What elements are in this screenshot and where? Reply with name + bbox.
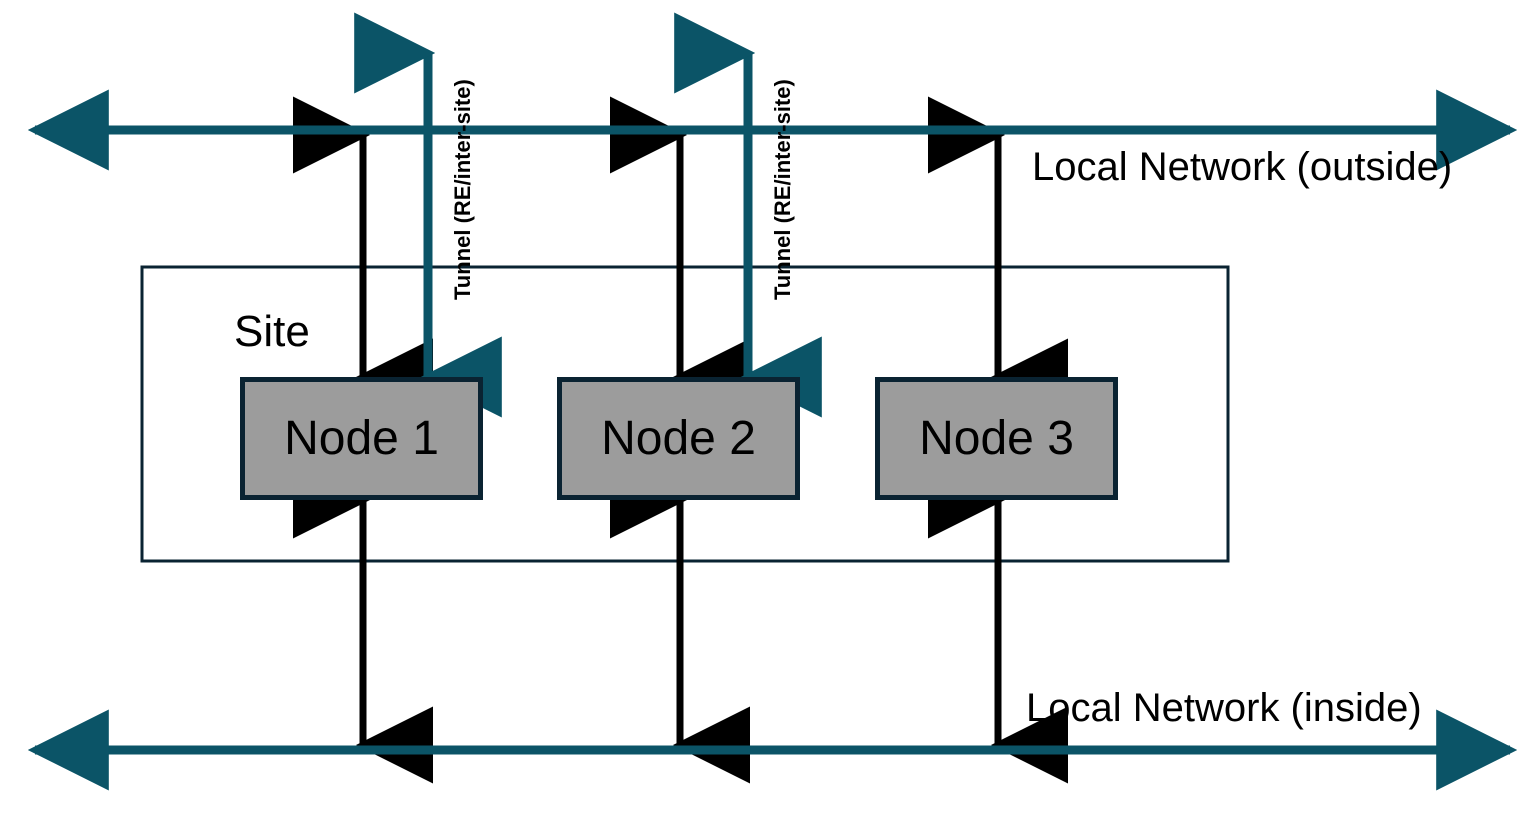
node-box-3[interactable]: Node 3: [875, 377, 1118, 500]
node-1-label: Node 1: [284, 411, 439, 465]
site-label: Site: [234, 307, 310, 356]
tunnel-arrows: [354, 12, 822, 418]
node-2-label: Node 2: [601, 411, 756, 465]
tunnel-label-2: Tunnel (RE/inter-site): [770, 79, 795, 300]
network-label-outside: Local Network (outside): [1032, 145, 1453, 189]
node-box-1[interactable]: Node 1: [240, 377, 483, 500]
network-label-inside: Local Network (inside): [1026, 686, 1422, 730]
tunnel-label-1: Tunnel (RE/inter-site): [450, 79, 475, 300]
node-3-label: Node 3: [919, 411, 1074, 465]
node-box-2[interactable]: Node 2: [557, 377, 800, 500]
network-bus-lines: [27, 89, 1518, 791]
